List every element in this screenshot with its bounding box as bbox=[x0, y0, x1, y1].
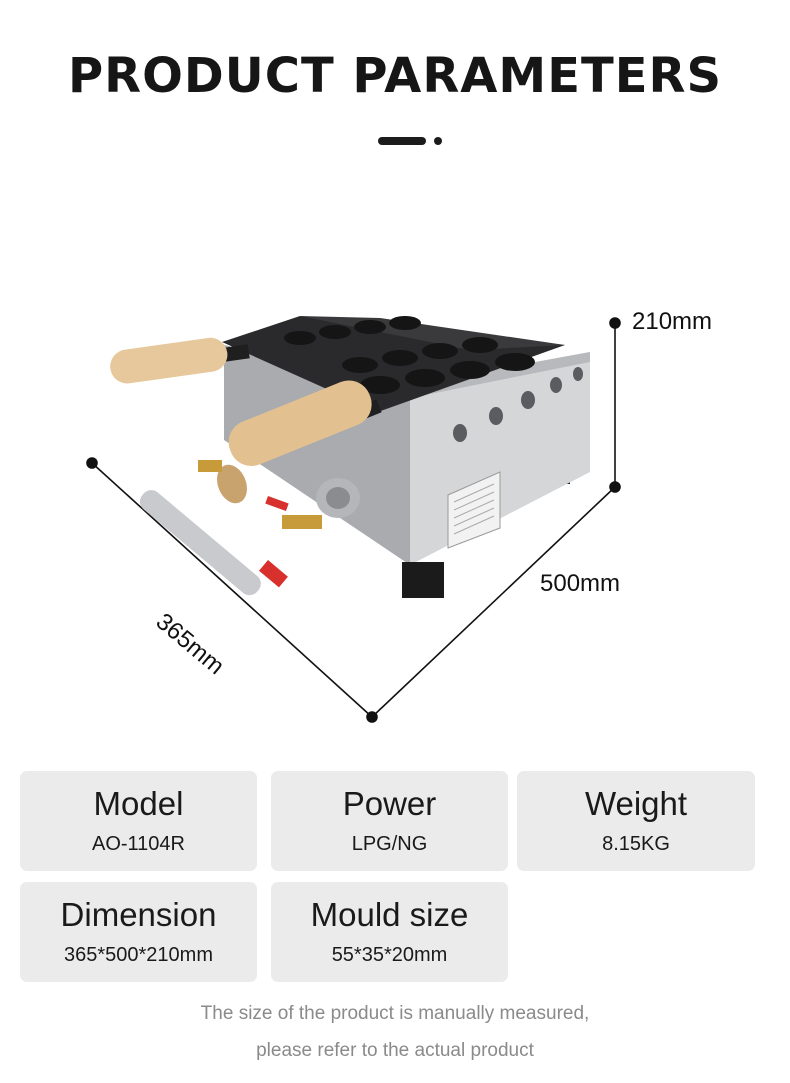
product-illustration bbox=[86, 316, 621, 723]
spec-label: Power bbox=[342, 785, 437, 822]
dimension-lines bbox=[86, 317, 621, 723]
spec-value: LPG/NG bbox=[351, 833, 428, 855]
spec-label: Model bbox=[93, 785, 184, 822]
title-underline-decoration bbox=[378, 134, 448, 148]
underline-dot bbox=[434, 137, 442, 145]
waffle-machine bbox=[110, 316, 590, 598]
spec-card-power: Power LPG/NG bbox=[271, 771, 508, 871]
spec-card-weight: Weight 8.15KG bbox=[517, 771, 755, 871]
spec-card-model: Model AO-1104R bbox=[20, 771, 257, 871]
dimension-width-label: 500mm bbox=[540, 570, 621, 597]
spec-value: 55*35*20mm bbox=[331, 944, 448, 966]
spec-card-dimension: Dimension 365*500*210mm bbox=[20, 882, 257, 982]
page-title: PRODUCT PARAMETERS bbox=[67, 48, 723, 104]
spec-card-mould-size: Mould size 55*35*20mm bbox=[271, 882, 508, 982]
spec-label: Mould size bbox=[310, 896, 469, 933]
underline-bar bbox=[378, 137, 426, 145]
spec-label: Weight bbox=[584, 785, 688, 822]
dimension-height-label: 210mm bbox=[632, 308, 713, 335]
product-figure: 210mm 500mm 365mm bbox=[0, 290, 790, 730]
footer-note-line-2: please refer to the actual product bbox=[256, 1040, 534, 1061]
footer-note-line-1: The size of the product is manually meas… bbox=[200, 1003, 590, 1024]
spec-value: 8.15KG bbox=[602, 833, 670, 855]
spec-label: Dimension bbox=[60, 896, 217, 933]
spec-value: 365*500*210mm bbox=[64, 944, 213, 966]
spec-value: AO-1104R bbox=[91, 833, 185, 855]
